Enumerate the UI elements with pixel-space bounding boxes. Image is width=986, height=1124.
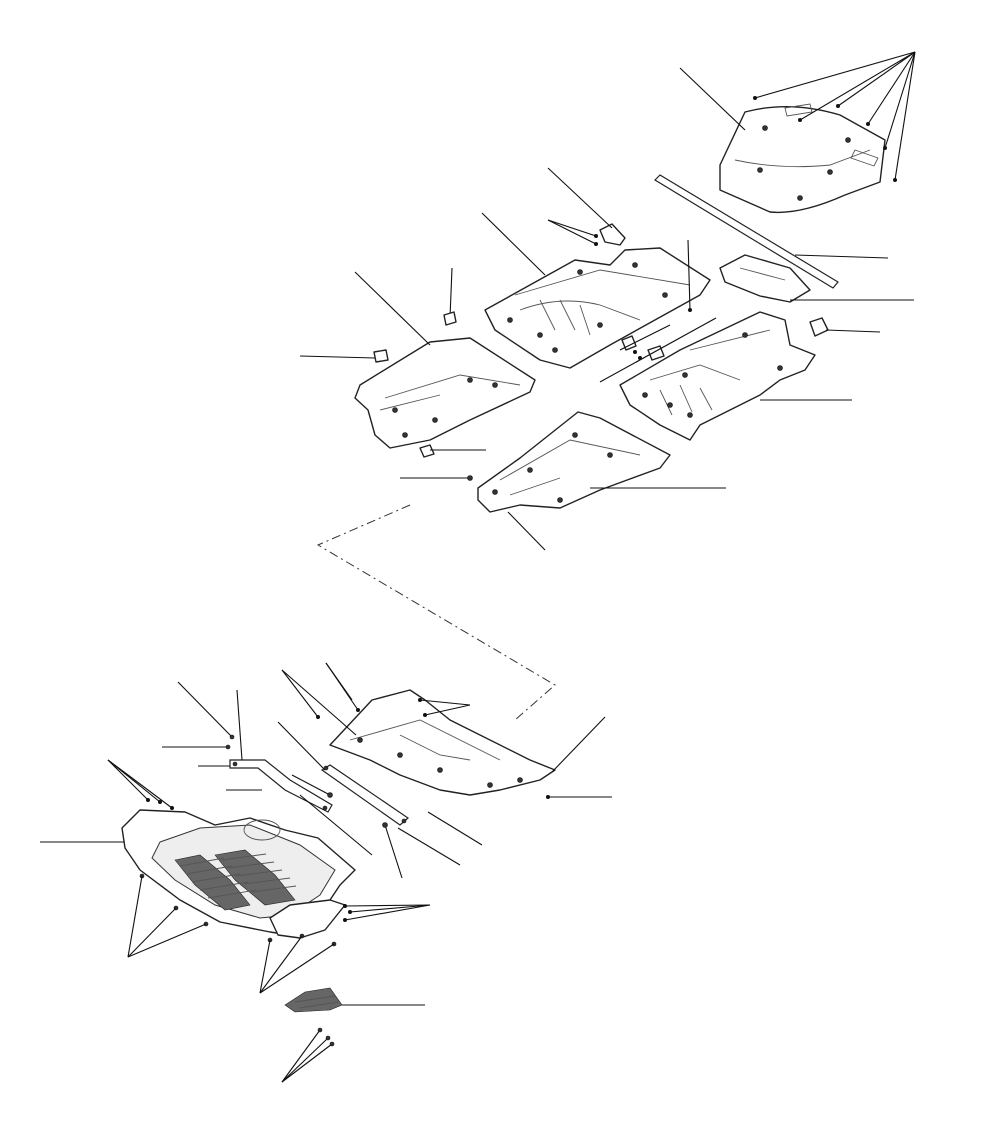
grille-fastener-leaders — [281, 1027, 335, 1083]
small-grille-insert — [284, 987, 425, 1013]
center-clips — [599, 317, 717, 383]
front-plate-fastener-leaders — [281, 662, 471, 736]
center-floor-panel-upper — [484, 247, 711, 369]
rear-heat-shield — [719, 103, 886, 214]
right-floor-panel — [619, 311, 816, 441]
left-panel-parts — [299, 267, 486, 458]
center-reinforcement-bar — [320, 764, 409, 826]
left-floor-panel — [354, 337, 536, 449]
cross-strip — [654, 174, 889, 289]
right-bracket — [809, 317, 881, 337]
small-rear-plate — [719, 254, 914, 303]
assembly-reference-line — [316, 504, 556, 721]
lower-bar-leaders — [162, 681, 483, 879]
front-undertray — [121, 809, 356, 947]
undertray-leaders — [40, 759, 431, 994]
rear-shield-leaders — [679, 51, 916, 182]
front-center-plate — [329, 689, 556, 796]
front-reinforcement-bar — [229, 759, 333, 813]
center-floor-panel-lower — [477, 411, 671, 513]
upper-panel-bracket — [547, 167, 626, 246]
front-grille — [174, 849, 297, 911]
